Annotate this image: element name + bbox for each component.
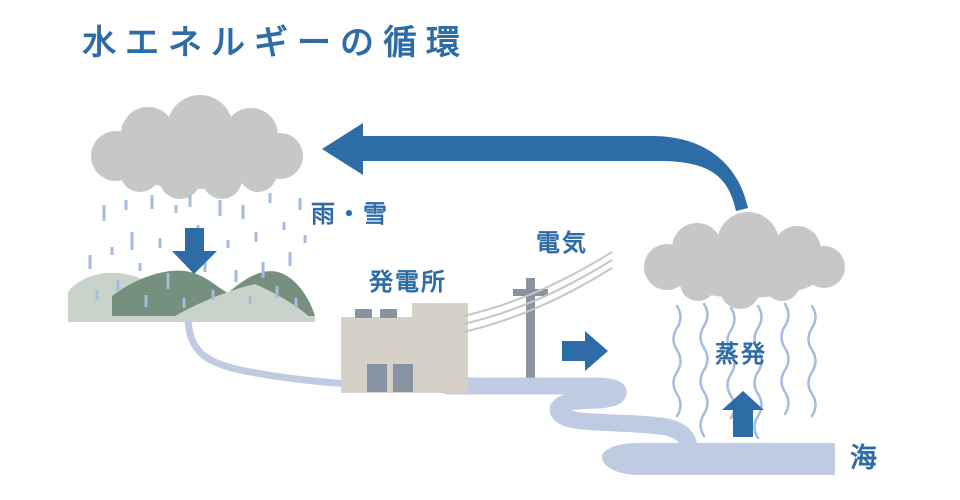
label-electricity: 電気 [536,230,588,257]
evaporation-waves-icon [672,302,817,440]
evaporation-cloud-icon [644,212,845,309]
mountain-base [68,316,315,322]
right-arrow-icon [562,331,608,371]
cycle-return-arrow-icon [322,123,748,211]
roof-vent-icon [380,309,397,318]
up-arrow-icon [722,391,764,437]
sea-shape [602,443,835,475]
page-title: 水エネルギーの循環 [82,24,469,62]
door-icon [393,364,413,392]
rain-cloud-icon [91,95,303,199]
label-sea: 海 [850,443,877,473]
label-rain-snow: 雨・雪 [311,201,389,228]
power-lines [462,251,613,333]
roof-vent-icon [355,309,372,318]
label-power-plant: 発電所 [369,269,447,296]
power-plant-building [341,303,468,393]
river-to-sea [439,377,835,475]
door-icon [367,364,387,392]
rain-lines-icon [88,193,307,308]
pole-crossarm-icon [513,289,548,296]
utility-pole [513,278,548,384]
label-evaporation: 蒸発 [715,341,767,368]
down-arrow-icon [172,228,217,274]
